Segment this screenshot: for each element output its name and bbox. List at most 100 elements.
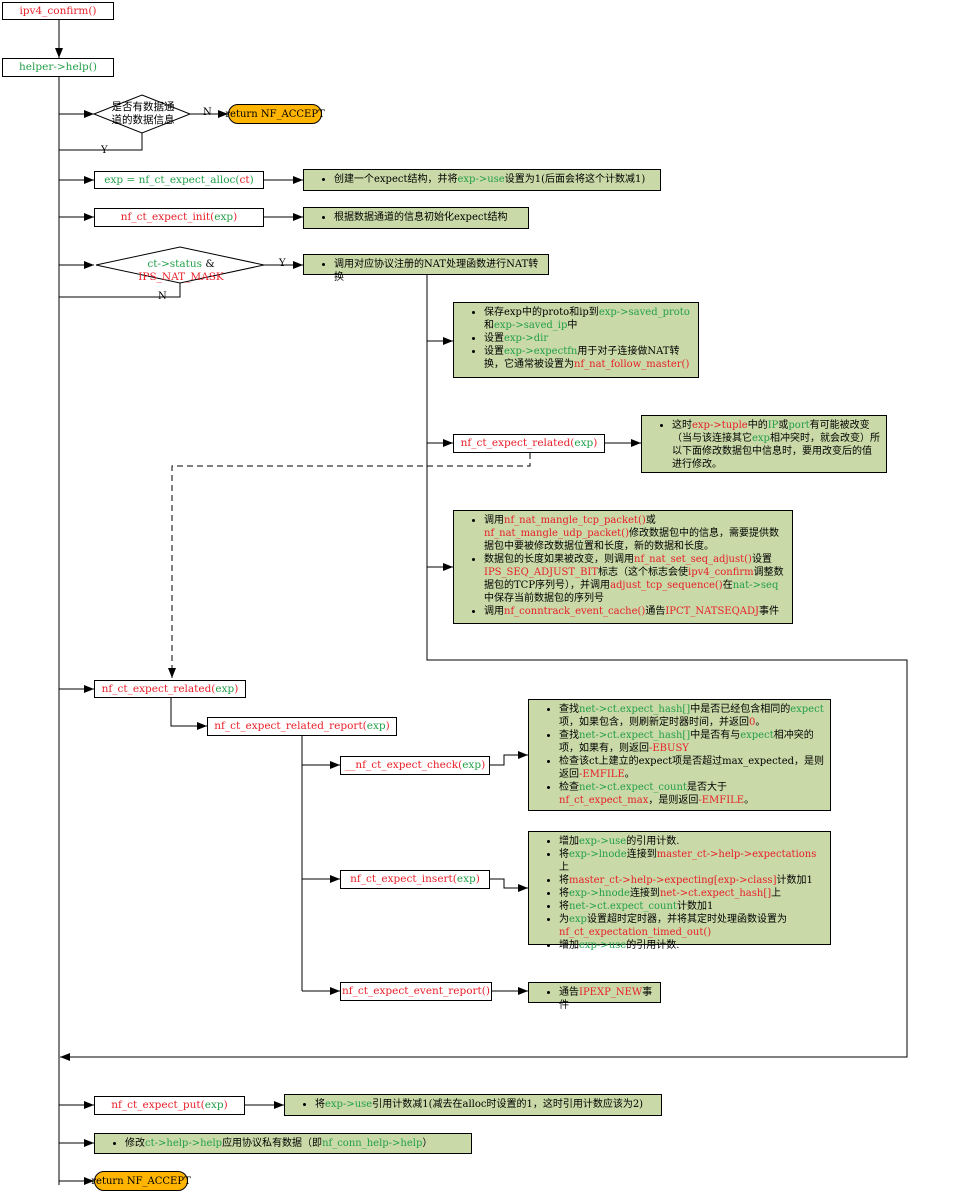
note-item: 为exp设置超时定时器，并将其定时处理函数设置为nf_ct_expectatio… [559, 913, 824, 939]
edge-insert-note [490, 878, 528, 892]
expect-check-node[interactable]: __nf_ct_expect_check(exp) [340, 756, 490, 775]
text-run: nf_nat_mangle_udp_packet() [484, 528, 629, 539]
note-item: 修改ct->help->help应用协议私有数据（即nf_conn_help->… [125, 1137, 465, 1150]
note-list: 增加exp->use的引用计数.将exp->lnode连接到master_ct-… [535, 835, 824, 952]
nat-note: 调用对应协议注册的NAT处理函数进行NAT转换 [303, 254, 549, 283]
event-note: 通告IPEXP_NEW事件 [528, 982, 661, 1011]
text-run: 将 [315, 1099, 325, 1110]
text-run: 引用计数减1(减去在alloc时设置的1，这时引用计数应该为2) [372, 1099, 644, 1110]
text-run: nf_nat_follow_master() [574, 359, 690, 370]
alloc-note: 创建一个expect结构，并将exp->use设置为1(后面会将这个计数减1) [303, 169, 661, 191]
note-list: 修改ct->help->help应用协议私有数据（即nf_conn_help->… [101, 1137, 465, 1150]
text-run: 修改数据包中的信息，需要提供数据包中要被修改数据位置和长度，新的数据和长度。 [484, 528, 779, 552]
text-run: 中的 [747, 420, 768, 431]
text-run: 或 [778, 420, 789, 431]
text-run: ) [249, 173, 254, 186]
text-run: 的引用计数. [626, 836, 680, 847]
text-run: nf_conn_help->help [322, 1138, 423, 1149]
decision1-text: 是否有数据通道的数据信息 [111, 101, 175, 126]
text-run: IP [767, 420, 779, 431]
text-run: 查找 [559, 730, 579, 741]
text-run: expect [740, 730, 774, 741]
text-run: 有可能被改变（当与该连接其它 [672, 420, 870, 444]
note-list: 将exp->use引用计数减1(减去在alloc时设置的1，这时引用计数应该为2… [291, 1098, 655, 1111]
text-run: ct [239, 173, 250, 186]
text-run: 修改 [125, 1138, 145, 1149]
text-run: 和 [484, 320, 494, 331]
text-run: IPS_NAT_MASK [138, 271, 224, 283]
note-item: 检查net->ct.expect_count是否大于nf_ct_expect_m… [559, 781, 824, 807]
text-run: IPS_SEQ_ADJUST_BIT [484, 567, 599, 578]
note-item: 将exp->lnode连接到master_ct->help->expectati… [559, 848, 824, 874]
text-run: nf_ct_expect_related( [460, 437, 575, 450]
helper-help-node[interactable]: helper->help() [2, 58, 114, 77]
text-run: 调整数据包的TCP序列号），并调用 [484, 567, 784, 591]
text-run: net->ct.expect_hash[] [579, 730, 691, 741]
note-item: 将master_ct->help->expecting[exp->class]计… [559, 874, 824, 887]
note-list: 调用nf_nat_mangle_tcp_packet()或nf_nat_mang… [460, 514, 786, 618]
note-item: 保存exp中的proto和ip到exp->saved_proto和exp->sa… [484, 306, 692, 332]
note-item: 根据数据通道的信息初始化expect结构 [334, 211, 522, 224]
decision2-shape [95, 246, 265, 284]
text-run: 中是否有与 [690, 730, 741, 741]
text-run: ) [481, 759, 486, 772]
text-run: nf_ct_expect_related( [101, 682, 216, 695]
text-run: nf_ct_expect_put( [111, 1099, 205, 1112]
decision1-no-label: N [203, 107, 212, 118]
note-item: 这时exp->tuple中的IP或port有可能被改变（当与该连接其它exp相冲… [672, 419, 880, 471]
note-item: 创建一个expect结构，并将exp->use设置为1(后面会将这个计数减1) [334, 173, 654, 186]
note-list: 保存exp中的proto和ip到exp->saved_proto和exp->sa… [460, 306, 692, 371]
init-note: 根据数据通道的信息初始化expect结构 [303, 207, 529, 229]
text-run: exp [204, 1099, 224, 1112]
text-run: 。 [755, 717, 766, 728]
note-item: 查找net->ct.expect_hash[]中是否有与expect相冲突的项，… [559, 729, 824, 755]
note-item: 将exp->hnode连接到net->ct.expect_hash[]上 [559, 887, 824, 900]
text-run: 或 [645, 515, 656, 526]
text-run: exp = nf_ct_expect_alloc( [104, 173, 240, 186]
expect-put-node[interactable]: nf_ct_expect_put(exp) [94, 1096, 245, 1115]
text-run: ) [223, 1099, 228, 1112]
note-list: 通告IPEXP_NEW事件 [535, 986, 654, 1012]
note-item: 将exp->use引用计数减1(减去在alloc时设置的1，这时引用计数应该为2… [315, 1098, 655, 1111]
decision2-no-label: N [158, 291, 167, 302]
return-accept-bottom[interactable]: return NF_ACCEPT [91, 1171, 191, 1191]
text-run: 0 [749, 717, 756, 728]
ipv4-confirm-node[interactable]: ipv4_confirm() [2, 2, 114, 20]
text-run: 检查 [559, 782, 579, 793]
check-note: 查找net->ct.expect_hash[]中是否已经包含相同的expect项… [528, 699, 831, 811]
text-run: 数据包的长度如果被改变，则调用 [484, 554, 634, 565]
related-report-node[interactable]: nf_ct_expect_related_report(exp) [207, 717, 397, 736]
expect-related-node[interactable]: nf_ct_expect_related(exp) [94, 680, 246, 698]
text-run: exp [752, 433, 770, 444]
text-run: nf_nat_mangle_tcp_packet() [504, 515, 646, 526]
text-run: net->ct.expect_count [579, 782, 687, 793]
text-run: expect [790, 704, 824, 715]
text-run: ) [593, 437, 598, 450]
text-run: 增加 [559, 836, 579, 847]
text-run: exp->hnode [569, 888, 630, 899]
text-run: 上 [771, 888, 782, 899]
text-run: 设置 [751, 554, 772, 565]
save-note: 保存exp中的proto和ip到exp->saved_proto和exp->sa… [453, 302, 699, 378]
event-report-node[interactable]: nf_ct_expect_event_report() [340, 982, 492, 1001]
text-run: -EMFILE [698, 795, 745, 806]
note-item: 调用nf_nat_mangle_tcp_packet()或nf_nat_mang… [484, 514, 786, 553]
text-run: exp [215, 682, 235, 695]
text-run: net->ct.expect_hash[] [579, 704, 691, 715]
return-accept-top[interactable]: return NF_ACCEPT [225, 104, 325, 124]
text-run: 将 [559, 901, 569, 912]
expect-insert-node[interactable]: nf_ct_expect_insert(exp) [340, 870, 490, 889]
expect-init-node[interactable]: nf_ct_expect_init(exp) [94, 208, 264, 227]
text-run: 事件 [559, 987, 653, 1011]
text-run: 的引用计数. [626, 940, 680, 951]
exp-alloc-node[interactable]: exp = nf_ct_expect_alloc(ct) [94, 171, 264, 189]
text-run: 检查该ct上建立的expect项是否超过max_expected，是则返回 [559, 756, 825, 780]
text-run: ct->status [147, 258, 202, 270]
expect-related-inner-node[interactable]: nf_ct_expect_related(exp) [453, 434, 605, 453]
text-run: net->ct.expect_hash[] [659, 888, 772, 899]
text-run: nf_ct_expect_insert( [350, 873, 457, 886]
text-run: 创建一个expect结构，并将 [334, 174, 458, 185]
text-run: ct->help->help [145, 1138, 223, 1149]
text-run: & [202, 258, 215, 270]
